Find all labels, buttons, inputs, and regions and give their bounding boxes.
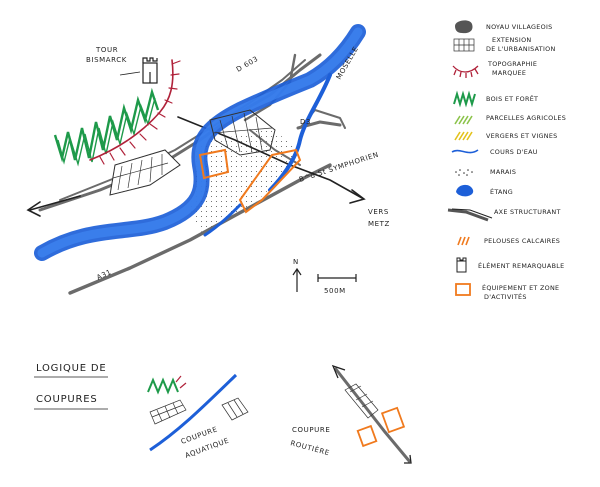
river-moselle [34, 24, 366, 261]
structuring-axis-icon [447, 208, 493, 222]
legend-label-calcareous: PELOUSES CALCAIRES [484, 237, 560, 245]
legend-label-urban-extension-2: DE L'URBANISATION [486, 45, 556, 53]
equipment-zones [198, 148, 302, 214]
road-cut-label-2: ROUTIÈRE [289, 438, 330, 457]
cuts-title-line2: COUPURES [36, 394, 98, 405]
cuts-section: LOGIQUE DE COUPURES COUPURE AQUATIQUE [34, 363, 412, 464]
bismarck-tower-icon [119, 57, 158, 84]
pond-icon [456, 184, 474, 197]
urban-extension [109, 109, 276, 196]
legend-label-orchards: VERGERS ET VIGNES [486, 132, 558, 140]
marsh-zone [190, 128, 298, 232]
label-bd-symphorien: B^d St SYMPHORIEN [298, 151, 380, 184]
watercourse-icon [451, 149, 479, 154]
north-arrow-icon [292, 267, 302, 292]
marsh-icon [455, 169, 473, 176]
label-bismarck: BISMARCK [86, 56, 127, 64]
legend-label-topography-2: MARQUEE [492, 69, 526, 77]
legend-label-pond: ÉTANG [490, 187, 513, 196]
cuts-title-line1: LOGIQUE DE [36, 363, 107, 374]
road-cut-sketch [331, 364, 412, 464]
legend-label-woods: BOIS ET FORÊT [486, 94, 538, 103]
legend-label-agricultural: PARCELLES AGRICOLES [486, 114, 566, 122]
marked-topography-icon [452, 65, 479, 78]
remarkable-element-icon [456, 257, 467, 273]
label-metz: METZ [368, 220, 390, 228]
legend-label-village-core: NOYAU VILLAGEOIS [486, 23, 553, 31]
road-cut-label-1: COUPURE [292, 426, 330, 434]
label-d3: D3 [300, 118, 311, 126]
calcareous-lawns-icon [457, 236, 470, 246]
legend-label-equipment-2: D'ACTIVITÉS [484, 292, 527, 301]
legend: NOYAU VILLAGEOIS EXTENSION DE L'URBANISA… [447, 20, 566, 301]
urban-extension-icon [453, 38, 475, 52]
legend-label-marsh: MARAIS [490, 168, 516, 176]
label-tour: TOUR [95, 46, 118, 54]
legend-label-watercourse: COURS D'EAU [490, 148, 538, 156]
orchards-vines-icon [454, 131, 473, 141]
label-vers: VERS [368, 208, 389, 216]
equipment-zone-icon [455, 283, 471, 296]
village-core-icon [455, 20, 473, 34]
label-north: N [293, 258, 299, 266]
scale-bar [317, 274, 357, 282]
legend-label-urban-extension-1: EXTENSION [492, 36, 531, 44]
agricultural-plots-icon [454, 115, 473, 125]
legend-label-remarkable: ÉLÉMENT REMARQUABLE [478, 261, 564, 270]
marked-topography [89, 59, 181, 165]
label-d603: D 603 [235, 55, 260, 74]
label-scale: 500M [324, 287, 346, 295]
legend-label-topography-1: TOPOGRAPHIE [487, 60, 537, 68]
map-area: TOUR BISMARCK D 603 MOSELLE D3 B^d St SY… [26, 24, 390, 295]
woods-forest-icon [453, 90, 476, 108]
legend-label-equipment-1: ÉQUIPEMENT ET ZONE [482, 283, 559, 292]
aquatic-cut-sketch [147, 373, 249, 452]
legend-label-axis: AXE STRUCTURANT [494, 208, 561, 216]
forest-zone [53, 87, 160, 167]
